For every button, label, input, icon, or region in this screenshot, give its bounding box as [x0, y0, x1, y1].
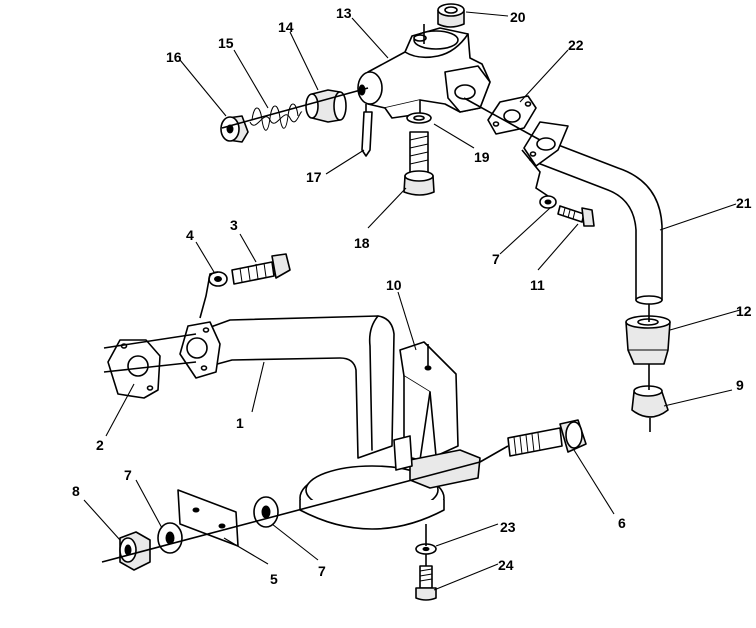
callout-11: 11 — [530, 277, 545, 293]
spring-seat-part-16 — [220, 115, 249, 143]
callout-20: 20 — [510, 9, 526, 25]
callout-15: 15 — [218, 35, 234, 51]
callout-7-mid: 7 — [318, 563, 326, 579]
callout-7-upper: 7 — [492, 251, 500, 267]
callout-8: 8 — [72, 483, 80, 499]
callout-17: 17 — [306, 169, 322, 185]
bolt-part-24 — [415, 565, 437, 601]
union-nut-part-12 — [625, 315, 671, 365]
assembly-axes — [101, 24, 651, 566]
leader-lines — [83, 11, 741, 591]
washer-part-19 — [406, 112, 432, 124]
gasket-part-22 — [487, 95, 537, 135]
bolt-part-6 — [507, 419, 587, 457]
callout-6: 6 — [618, 515, 626, 531]
bolt-part-11 — [557, 205, 595, 227]
callout-12: 12 — [736, 303, 752, 319]
callout-2: 2 — [96, 437, 104, 453]
callout-14: 14 — [278, 19, 294, 35]
piston-part-14 — [305, 89, 347, 123]
callout-10: 10 — [386, 277, 402, 293]
callout-22: 22 — [568, 37, 584, 53]
washer-part-4 — [208, 271, 228, 287]
callout-4: 4 — [186, 227, 194, 243]
callout-13: 13 — [336, 5, 352, 21]
callout-9: 9 — [736, 377, 744, 393]
callout-16: 16 — [166, 49, 182, 65]
plate-part-5 — [177, 489, 239, 547]
suction-pipe-part-1 — [179, 315, 395, 459]
callout-labels: 1 2 3 4 5 6 7 7 7 8 9 10 11 12 13 14 15 … — [72, 5, 752, 587]
washer-part-7-upper — [539, 195, 557, 209]
callout-1: 1 — [236, 415, 244, 431]
plug-cap-part-20 — [437, 3, 465, 28]
callout-19: 19 — [474, 149, 490, 165]
callout-7-left: 7 — [124, 467, 132, 483]
callout-23: 23 — [500, 519, 516, 535]
callout-18: 18 — [354, 235, 370, 251]
bolt-part-18 — [403, 131, 435, 196]
callout-21: 21 — [736, 195, 752, 211]
cotter-pin-part-17 — [361, 111, 373, 157]
callout-5: 5 — [270, 571, 278, 587]
ferrule-part-9 — [631, 385, 669, 418]
bolt-part-3 — [231, 253, 291, 285]
valve-body-part-13 — [357, 27, 491, 119]
delivery-pipe-part-21 — [523, 121, 663, 305]
washer-part-7-mid — [253, 496, 279, 528]
callout-3: 3 — [230, 217, 238, 233]
callout-24: 24 — [498, 557, 514, 573]
